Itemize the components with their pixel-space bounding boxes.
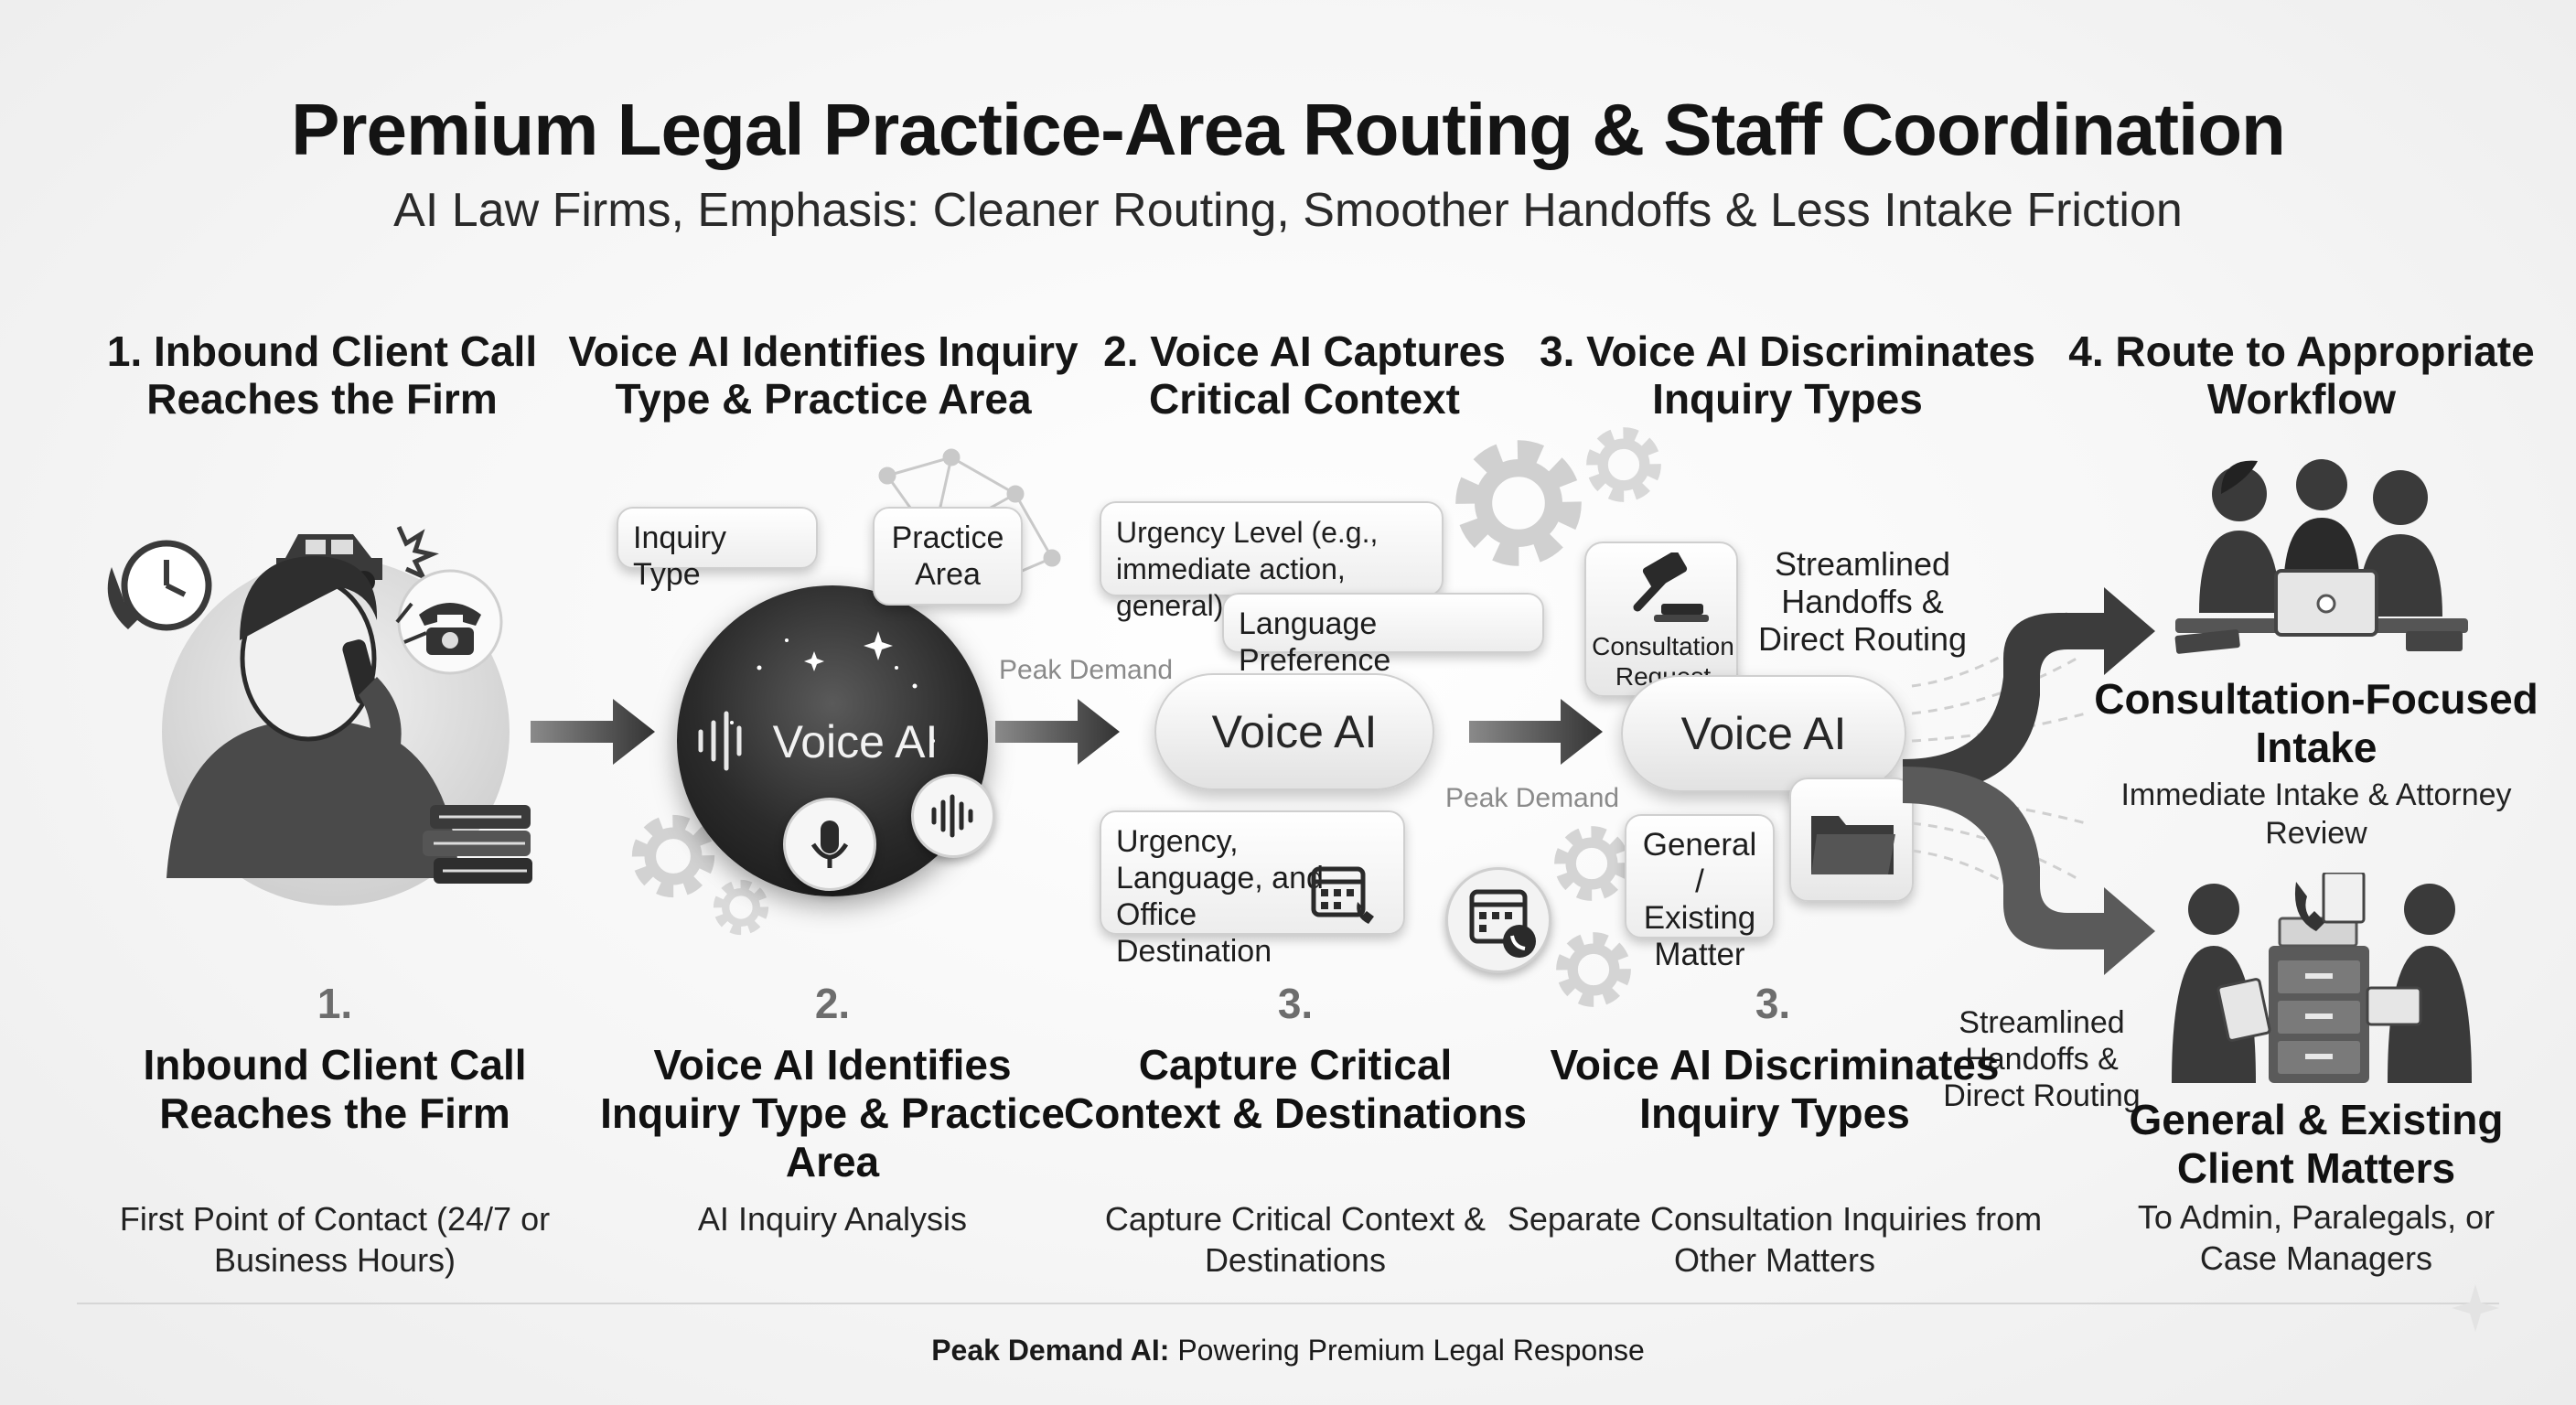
workflow-consultation-desc: Immediate Intake & Attorney Review [2120, 778, 2512, 851]
step-header-3: 2. Voice AI Captures Critical Context [1103, 327, 1506, 423]
calendar-phone-icon [1311, 866, 1374, 924]
language-preference-bubble: Language Preference [1222, 593, 1544, 678]
team-meeting-icon [2174, 459, 2468, 654]
inquiry-type-bubble: Inquiry Type [617, 507, 818, 592]
microphone-icon [783, 798, 876, 891]
caption-4-desc: Separate Consultation Inquiries from Oth… [1507, 1200, 2043, 1279]
practice-area-bubble: Practice Area [873, 507, 1023, 606]
workflow-general-title: General & Existing Client Matters [2129, 1096, 2504, 1192]
caption-1-title: Inbound Client Call Reaches the Firm [143, 1041, 527, 1137]
folder-icon [1811, 816, 1895, 874]
page-title: Premium Legal Practice-Area Routing & St… [291, 89, 2286, 170]
general-existing-card: General / Existing Matter [1625, 814, 1775, 972]
workflow-consultation-title: Consultation-Focused Intake [2094, 675, 2538, 771]
caption-1-number: 1. [317, 980, 353, 1027]
calendar-phone-icon [1445, 867, 1551, 973]
folder-card [1789, 778, 1914, 902]
routing-arrow-icon [1903, 587, 2155, 975]
urgency-level-bubble: Urgency Level (e.g., immediate action, g… [1100, 501, 1444, 622]
sparkle-icon [730, 631, 935, 743]
telephone-icon [397, 569, 503, 675]
voice-ai-pill-stage3: Voice AI [1154, 673, 1434, 790]
sparkle-icon [2452, 1284, 2499, 1332]
watermark-peak-demand: Peak Demand [1445, 783, 1620, 813]
footer-divider [77, 1303, 2499, 1304]
arrow-right-icon [1469, 699, 1603, 765]
step-header-5: 4. Route to Appropriate Workflow [2068, 327, 2535, 423]
clock-phone-icon [107, 540, 212, 631]
stage-1-illustration [102, 485, 542, 924]
footer: Peak Demand AI: Powering Premium Legal R… [0, 1334, 2576, 1367]
handoff-label-upper: Streamlined Handoffs & Direct Routing [1757, 545, 1968, 658]
step-header-4: 3. Voice AI Discriminates Inquiry Types [1539, 327, 2035, 423]
footer-brand: Peak Demand AI: [931, 1334, 1170, 1367]
step-header-1: 1. Inbound Client Call Reaches the Firm [106, 327, 538, 423]
consultation-request-card: Consultation Request [1584, 542, 1738, 697]
arrow-right-icon [531, 699, 655, 765]
caption-4-number: 3. [1755, 980, 1791, 1027]
voice-ai-pill-stage4: Voice AI [1621, 675, 1906, 792]
step-header-2: Voice AI Identifies Inquiry Type & Pract… [568, 327, 1079, 423]
caller-person-icon [166, 556, 459, 878]
handoff-label-lower: Streamlined Handoffs & Direct Routing [1943, 1005, 2141, 1113]
workflow-general-desc: To Admin, Paralegals, or Case Managers [2137, 1198, 2496, 1277]
caption-2-desc: AI Inquiry Analysis [697, 1200, 968, 1238]
staff-filing-icon [2172, 873, 2472, 1083]
caption-4-title: Voice AI Discriminates Inquiry Types [1550, 1041, 2000, 1137]
footer-tagline: Powering Premium Legal Response [1169, 1334, 1645, 1367]
caption-3-desc: Capture Critical Context & Destinations [1104, 1200, 1487, 1279]
gavel-icon [1633, 552, 1709, 622]
watermark-peak-demand: Peak Demand [999, 655, 1174, 685]
books-icon [423, 805, 532, 884]
orb-label: Voice AI [772, 716, 939, 767]
arrow-right-icon [995, 699, 1120, 765]
caption-3-number: 3. [1277, 980, 1314, 1027]
sound-wave-icon [911, 774, 995, 858]
sound-wave-icon [698, 711, 742, 771]
caption-2-number: 2. [814, 980, 851, 1027]
caption-3-title: Capture Critical Context & Destinations [1063, 1041, 1528, 1137]
caption-2-title: Voice AI Identifies Inquiry Type & Pract… [600, 1041, 1065, 1185]
page-subtitle: AI Law Firms, Emphasis: Cleaner Routing,… [393, 184, 2183, 237]
caption-1-desc: First Point of Contact (24/7 or Business… [119, 1200, 551, 1279]
destination-bubble: Urgency, Language, and Office Destinatio… [1100, 810, 1405, 969]
